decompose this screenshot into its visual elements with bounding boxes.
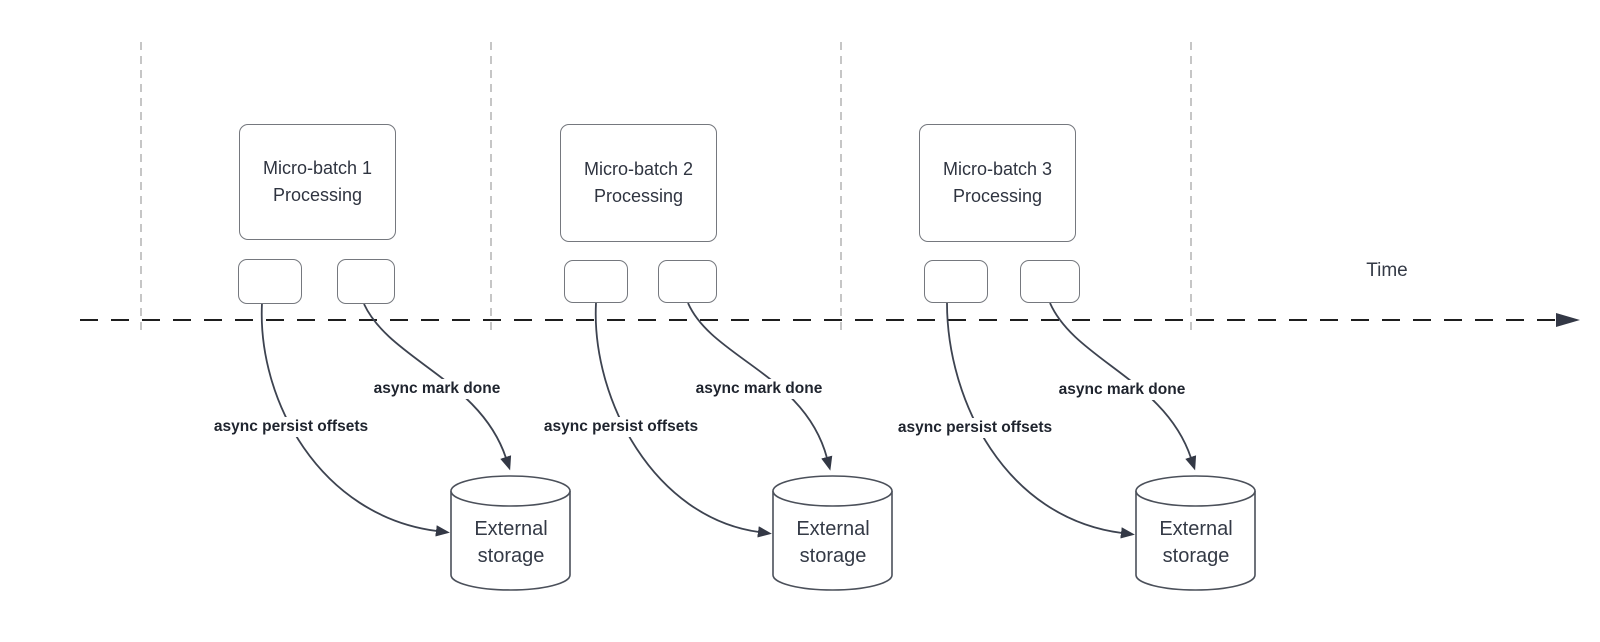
persist-offsets-arrow-2 [594,302,772,538]
persist-offsets-label-2: async persist offsets [540,417,702,437]
cylinder-top [772,475,893,507]
micro-batch-2-title: Micro-batch 2 Processing [583,159,694,206]
external-storage-label-1: External storage [474,518,548,567]
mark-done-arrow-3 [1049,302,1197,471]
micro-batch-3-title: Micro-batch 3 Processing [942,159,1053,206]
cylinder-body [450,491,571,591]
micro-batch-3-box: Micro-batch 3 Processing [919,124,1076,242]
cylinder-top [450,475,571,507]
persist-offsets-label-1: async persist offsets [210,417,372,437]
cylinder-body [1135,491,1256,591]
persist-offsets-task-box-3 [924,260,988,303]
time-axis-arrowhead-icon [1556,313,1580,327]
persist-offsets-task-box-1 [238,259,302,304]
mark-done-label-1: async mark done [370,379,504,399]
persist-offsets-label-3: async persist offsets [894,418,1056,438]
external-storage-label-2: External storage [796,518,870,567]
micro-batch-1-box: Micro-batch 1 Processing [239,124,396,240]
mark-done-arrow-2 [687,302,833,471]
external-storage-cylinder-2 [772,475,893,591]
persist-offsets-arrow-3 [946,302,1135,539]
mark-done-task-box-3 [1020,260,1080,303]
mark-done-label-2: async mark done [692,379,826,399]
external-storage-cylinder-1 [450,475,571,591]
micro-batch-2-box: Micro-batch 2 Processing [560,124,717,242]
micro-batch-1-title: Micro-batch 1 Processing [262,158,373,205]
cylinder-top [1135,475,1256,507]
external-storage-cylinder-3 [1135,475,1256,591]
persist-offsets-task-box-2 [564,260,628,303]
time-axis-label: Time [1366,260,1408,281]
external-storage-label-3: External storage [1159,518,1233,567]
mark-done-arrow-1 [363,303,512,471]
persist-offsets-arrow-1 [260,302,450,537]
mark-done-task-box-2 [658,260,717,303]
mark-done-label-3: async mark done [1055,380,1189,400]
cylinder-body [772,491,893,591]
mark-done-task-box-1 [337,259,395,304]
